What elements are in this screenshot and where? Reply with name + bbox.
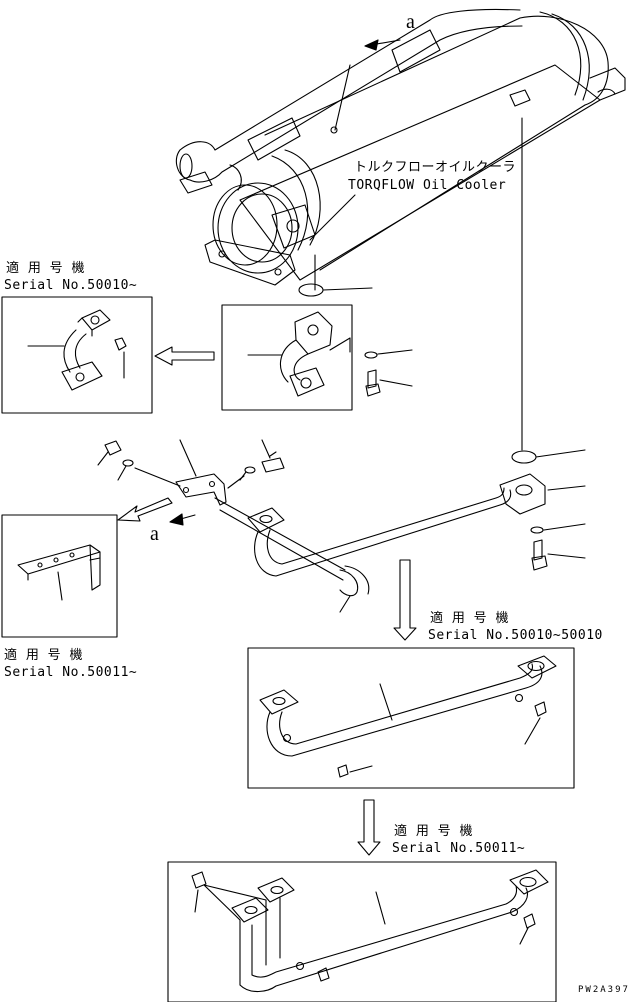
pipe-variant-1 xyxy=(259,655,557,778)
box-pipe-variant-2 xyxy=(167,861,557,1002)
washer-bolt-middle xyxy=(364,349,413,397)
serial-note-4-en: Serial No.50011~ xyxy=(392,841,526,856)
reference-arrow-a-top xyxy=(364,39,401,51)
left-arrow-to-bracket-detail xyxy=(117,497,173,522)
oil-cooler-assembly xyxy=(175,8,626,286)
box-upper-middle xyxy=(221,304,353,411)
long-pipe-main xyxy=(247,473,546,577)
reference-arrow-a-left xyxy=(169,513,196,526)
gasket-upper xyxy=(298,283,324,297)
box-upper-left xyxy=(1,296,153,414)
serial-note-2-en: Serial No.50011~ xyxy=(4,665,138,680)
nuts-washers-upper-left xyxy=(97,440,181,487)
serial-note-2-jp: 適 用 号 機 xyxy=(4,648,83,663)
down-arrow-icon xyxy=(393,559,417,641)
hose-clamp xyxy=(214,497,370,613)
gasket-lower xyxy=(511,450,537,464)
cooler-label-jp: トルクフローオイルクーラ xyxy=(354,160,517,175)
down-arrow-icon-2 xyxy=(357,799,381,856)
serial-note-3-jp: 適 用 号 機 xyxy=(430,611,509,626)
pipe-elbow-small-left xyxy=(27,309,127,391)
cooler-leaders xyxy=(309,64,523,451)
pipe-elbow-middle xyxy=(247,311,351,397)
serial-note-4-jp: 適 用 号 機 xyxy=(394,824,473,839)
washer-bolt-right xyxy=(530,485,586,571)
drawing-code: PW2A397 xyxy=(578,985,630,995)
reference-label-a-left: a xyxy=(150,523,160,545)
bracket-detail xyxy=(17,544,101,601)
box-bracket-detail xyxy=(1,514,118,638)
left-arrow-icon xyxy=(154,346,215,366)
serial-note-3-en: Serial No.50010~50010 xyxy=(428,628,603,643)
reference-label-a-top: a xyxy=(406,11,416,33)
box-pipe-variant-1 xyxy=(247,647,575,789)
bolt-washer-middle xyxy=(227,439,285,489)
bracket-middle xyxy=(175,439,227,506)
pipe-variant-2 xyxy=(191,869,549,993)
serial-note-1-en: Serial No.50010~ xyxy=(4,278,138,293)
serial-note-1-jp: 適 用 号 機 xyxy=(6,261,85,276)
cooler-label-en: TORQFLOW Oil Cooler xyxy=(348,178,507,193)
